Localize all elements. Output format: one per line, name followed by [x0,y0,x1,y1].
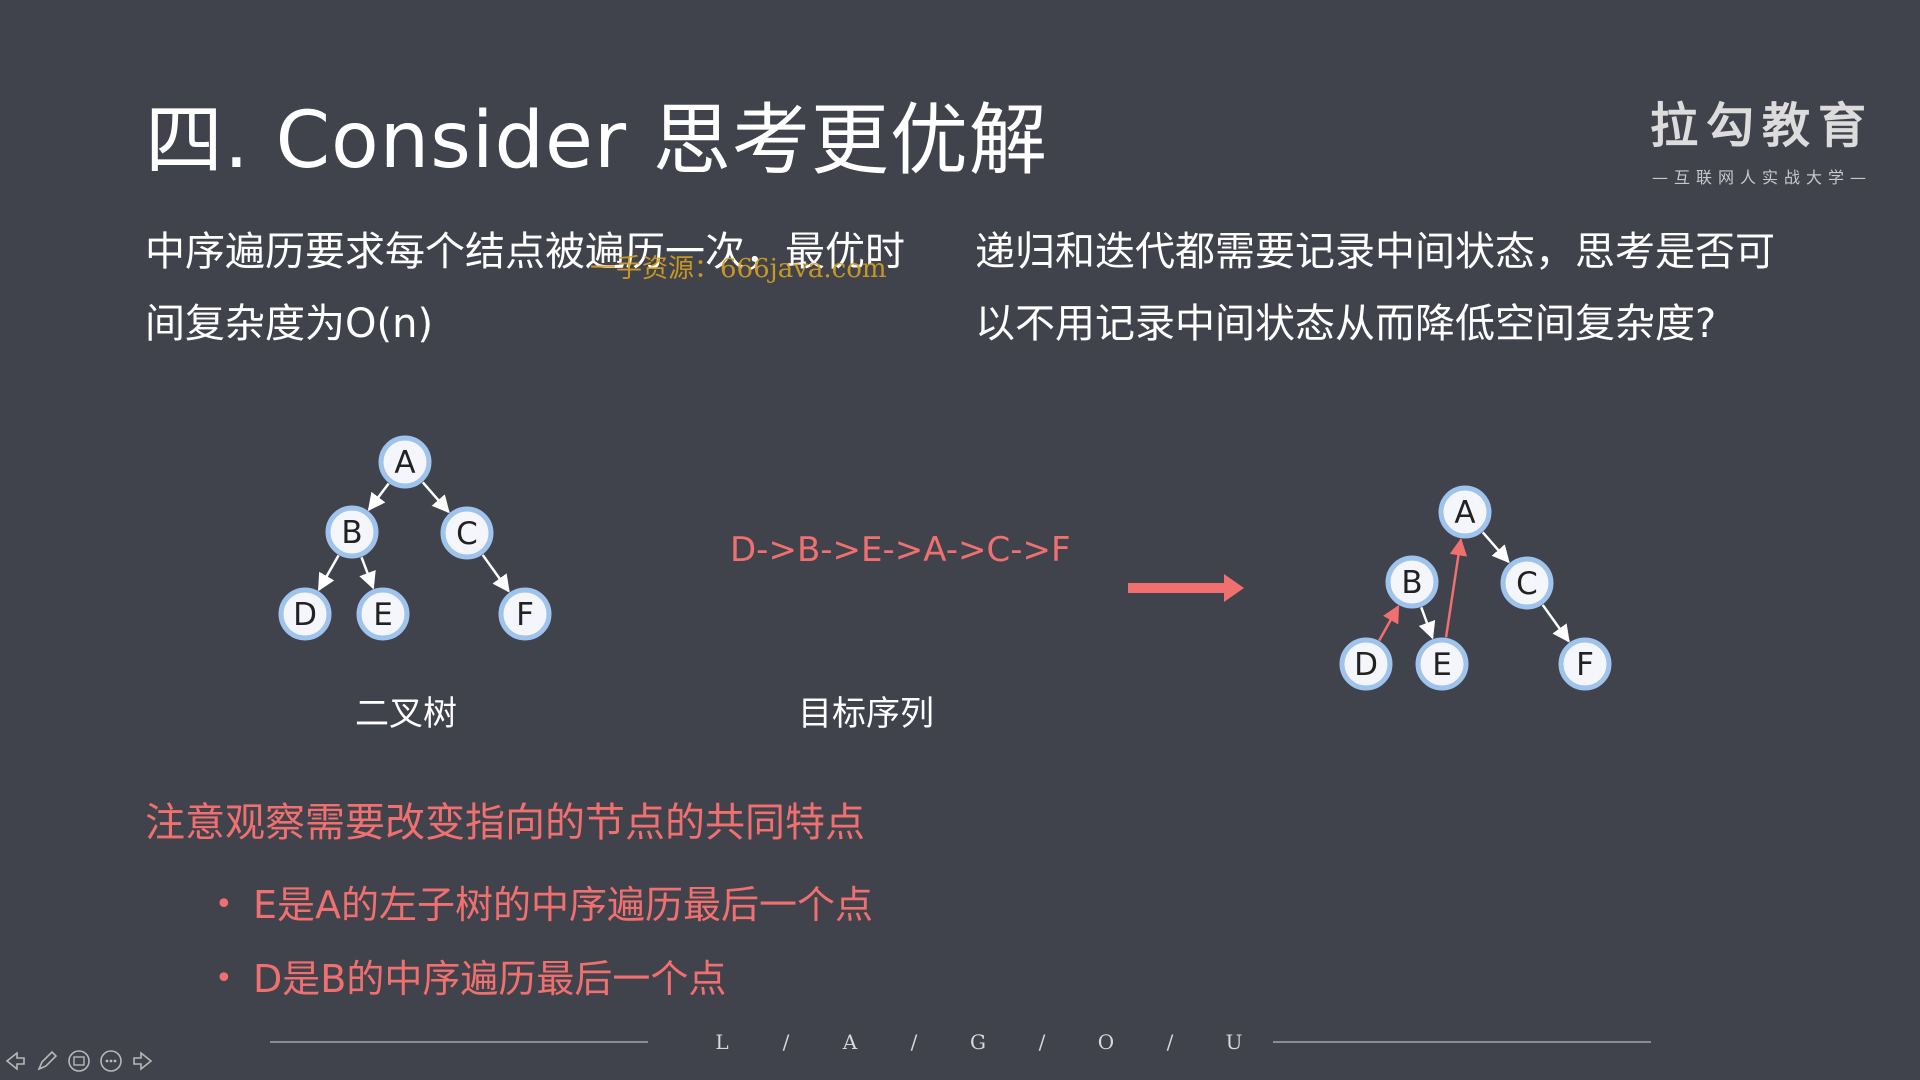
tree-node-d: D [278,587,332,641]
tree-edge [481,554,510,593]
tree-node-label: D [1354,647,1378,683]
tree-node-label: C [456,516,478,552]
arrow-right-icon[interactable] [130,1048,156,1074]
tree-node-e: E [1415,637,1469,691]
tree-node-label: E [373,597,393,633]
tree-edge [367,482,390,512]
left-tree-edges [317,481,510,593]
tree-node-label: F [516,597,534,633]
tree-edge [1541,604,1570,643]
tree-edge [421,481,450,514]
arrow-left-icon[interactable] [2,1048,28,1074]
tree-node-label: D [293,597,317,633]
slide-title: 四. Consider 思考更优解 [145,96,1048,186]
logo-subtitle: —互联网人实战大学— [1651,168,1872,187]
tree-caption: 二叉树 [355,694,457,734]
paragraph-right: 递归和迭代都需要记录中间状态，思考是否可以不用记录中间状态从而降低空间复杂度? [975,229,1775,347]
right-tree-edges [1378,531,1570,643]
footer-letter: L [715,1030,729,1054]
paragraph-left: 中序遍历要求每个结点被遍历一次，最优时间复杂度为O(n) [145,229,905,347]
footer-letter: / [1166,1030,1174,1054]
footer-letter: U [1225,1030,1243,1054]
footer-letter: O [1097,1030,1115,1054]
tree-edge [317,554,340,592]
tree-edge [1418,606,1436,640]
left-tree-nodes: AB C D E F [278,435,552,641]
footer-letter: / [782,1030,790,1054]
tree-node-e: E [356,587,410,641]
tree-node-d: D [1339,637,1393,691]
tree-node-label: F [1576,647,1594,683]
tree-node-f: F [1558,637,1612,691]
pen-icon[interactable] [34,1048,60,1074]
footer-letter: / [1038,1030,1046,1054]
tree-edge [359,556,376,590]
tree-node-label: C [1516,566,1538,602]
threaded-edge [1444,537,1468,638]
tree-node-c: C [1500,556,1554,610]
tree-node-b: B [1385,555,1439,609]
tree-node-f: F [498,587,552,641]
tree-node-label: B [1401,565,1422,601]
tree-node-c: C [440,506,494,560]
note-bullets: E是A的左子树的中序遍历最后一个点 D是B的中序遍历最后一个点 [215,868,873,1016]
footer-lagou: L / A / G / O / U [690,1030,1266,1054]
tree-node-label: A [394,445,415,481]
presentation-toolbar [2,1048,156,1074]
tree-node-a: A [1438,485,1492,539]
bullet-item: E是A的左子树的中序遍历最后一个点 [215,868,873,942]
logo-text: 拉勾教育 [1649,98,1874,154]
note-title: 注意观察需要改变指向的节点的共同特点 [145,800,865,846]
transform-arrow [1128,574,1244,602]
sequence-caption: 目标序列 [798,694,934,734]
tree-node-b: B [325,505,379,559]
brand-logo: 拉勾教育 —互联网人实战大学— [1650,86,1874,188]
footer-divider-right [1273,1041,1651,1043]
footer-letter: / [910,1030,918,1054]
footer-letter: G [970,1030,986,1054]
target-sequence: D->B->E->A->C->F [730,530,1071,570]
tree-node-label: E [1432,647,1452,683]
slide-view-icon[interactable] [66,1048,92,1074]
more-icon[interactable] [98,1048,124,1074]
tree-node-label: B [341,515,362,551]
tree-node-label: A [1454,495,1475,531]
footer-letter: A [842,1030,858,1054]
tree-node-a: A [378,435,432,489]
watermark: 一手资源：666java.com [590,254,887,284]
right-tree-nodes: AB C D E F [1339,485,1612,691]
footer-divider-left [270,1041,648,1043]
threaded-edge [1378,604,1400,642]
tree-edge [1481,531,1510,564]
bullet-item: D是B的中序遍历最后一个点 [215,942,873,1016]
